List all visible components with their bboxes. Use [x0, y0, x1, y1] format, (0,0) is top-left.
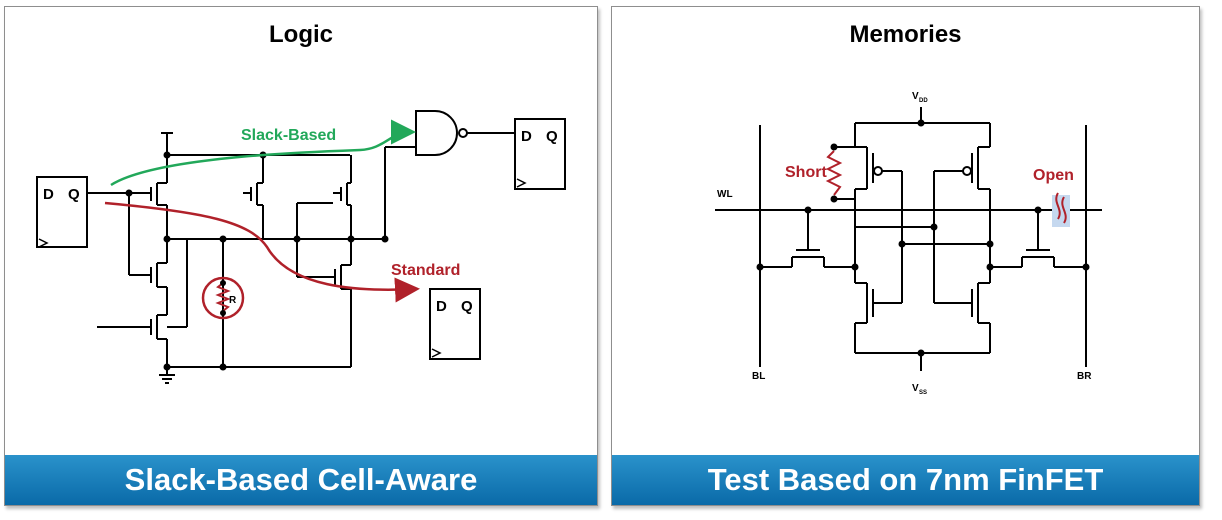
slack-based-label: Slack-Based [241, 127, 336, 144]
bl-label: BL [752, 371, 765, 382]
slack-based-path [110, 119, 416, 187]
ff3-q-label: Q [461, 298, 473, 315]
resistor-label: R [229, 295, 237, 306]
wl-label: WL [717, 189, 733, 200]
flip-flop-output-bottom [429, 288, 481, 360]
br-label: BR [1077, 371, 1092, 382]
vdd-subscript: DD [919, 98, 928, 104]
vdd-label: V [912, 91, 919, 102]
open-defect [1055, 192, 1067, 224]
short-defect [825, 150, 843, 196]
short-label: Short [785, 164, 827, 181]
open-highlight [1052, 195, 1070, 227]
ff1-d-label: D [43, 186, 54, 203]
flip-flop-output-top [514, 118, 566, 190]
vss-subscript: SS [919, 390, 927, 396]
memories-panel: Memories [611, 6, 1200, 506]
ff2-d-label: D [521, 128, 532, 145]
standard-label: Standard [391, 262, 460, 279]
sram-cell-diagram: Short Open V DD V SS WL BL BR [715, 91, 1102, 396]
logic-panel: Logic [4, 6, 598, 506]
logic-title: Logic [269, 21, 333, 48]
memories-footer: Test Based on 7nm FinFET [612, 455, 1199, 505]
ff2-q-label: Q [546, 128, 558, 145]
vss-label: V [912, 383, 919, 394]
logic-circuit-diagram: R Slack-Based Standard D Q D Q D Q [36, 110, 566, 384]
logic-footer: Slack-Based Cell-Aware [5, 455, 597, 505]
resistor-defect: R [201, 276, 245, 320]
memories-title: Memories [849, 21, 962, 48]
ff1-q-label: Q [68, 186, 80, 203]
ff3-d-label: D [436, 298, 447, 315]
nand-gate [415, 110, 458, 156]
open-label: Open [1033, 167, 1074, 184]
flip-flop-input [36, 176, 88, 248]
standard-path [104, 201, 420, 303]
